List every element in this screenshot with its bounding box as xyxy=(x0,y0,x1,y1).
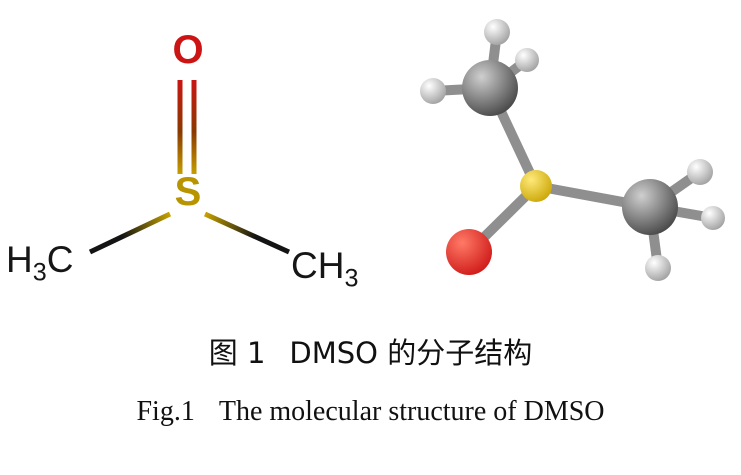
carbon-atom-2 xyxy=(622,179,678,235)
sulfur-label: S xyxy=(174,170,202,214)
ball-and-stick-model-3d xyxy=(420,19,725,281)
hydrogen-atom xyxy=(420,78,446,104)
hydrogen-atom xyxy=(484,19,510,45)
skeletal-structure-2d xyxy=(88,80,291,255)
sulfur-atom xyxy=(520,170,552,202)
s-ch3-bond-right xyxy=(203,211,291,255)
figure-number-cn: 图 1 xyxy=(208,336,266,370)
carbon-atom-1 xyxy=(462,60,518,116)
right-methyl-label: CH3 xyxy=(291,245,358,293)
figure-caption-english: Fig.1 The molecular structure of DMSO xyxy=(0,396,741,428)
ch-subscript: 3 xyxy=(344,264,359,293)
c-symbol: C xyxy=(46,239,74,280)
h-subscript: 3 xyxy=(32,258,47,287)
figure-title-en: The molecular structure of DMSO xyxy=(218,396,605,427)
molecular-graphics xyxy=(88,19,725,281)
hydrogen-atom xyxy=(645,255,671,281)
s-ch3-bond-left xyxy=(88,211,172,255)
oxygen-atom xyxy=(446,229,492,275)
figure-number-en: Fig.1 xyxy=(136,396,195,427)
oxygen-label: O xyxy=(172,28,204,72)
figure-title-cn: DMSO 的分子结构 xyxy=(289,336,533,370)
ch-symbol: CH xyxy=(291,245,345,286)
figure-caption-chinese: 图 1 DMSO 的分子结构 xyxy=(0,330,741,372)
hydrogen-atom xyxy=(515,48,539,72)
hydrogen-atom xyxy=(687,159,713,185)
hydrogen-atom xyxy=(701,206,725,230)
h-symbol: H xyxy=(6,239,33,280)
left-methyl-label: H3C xyxy=(6,239,73,287)
